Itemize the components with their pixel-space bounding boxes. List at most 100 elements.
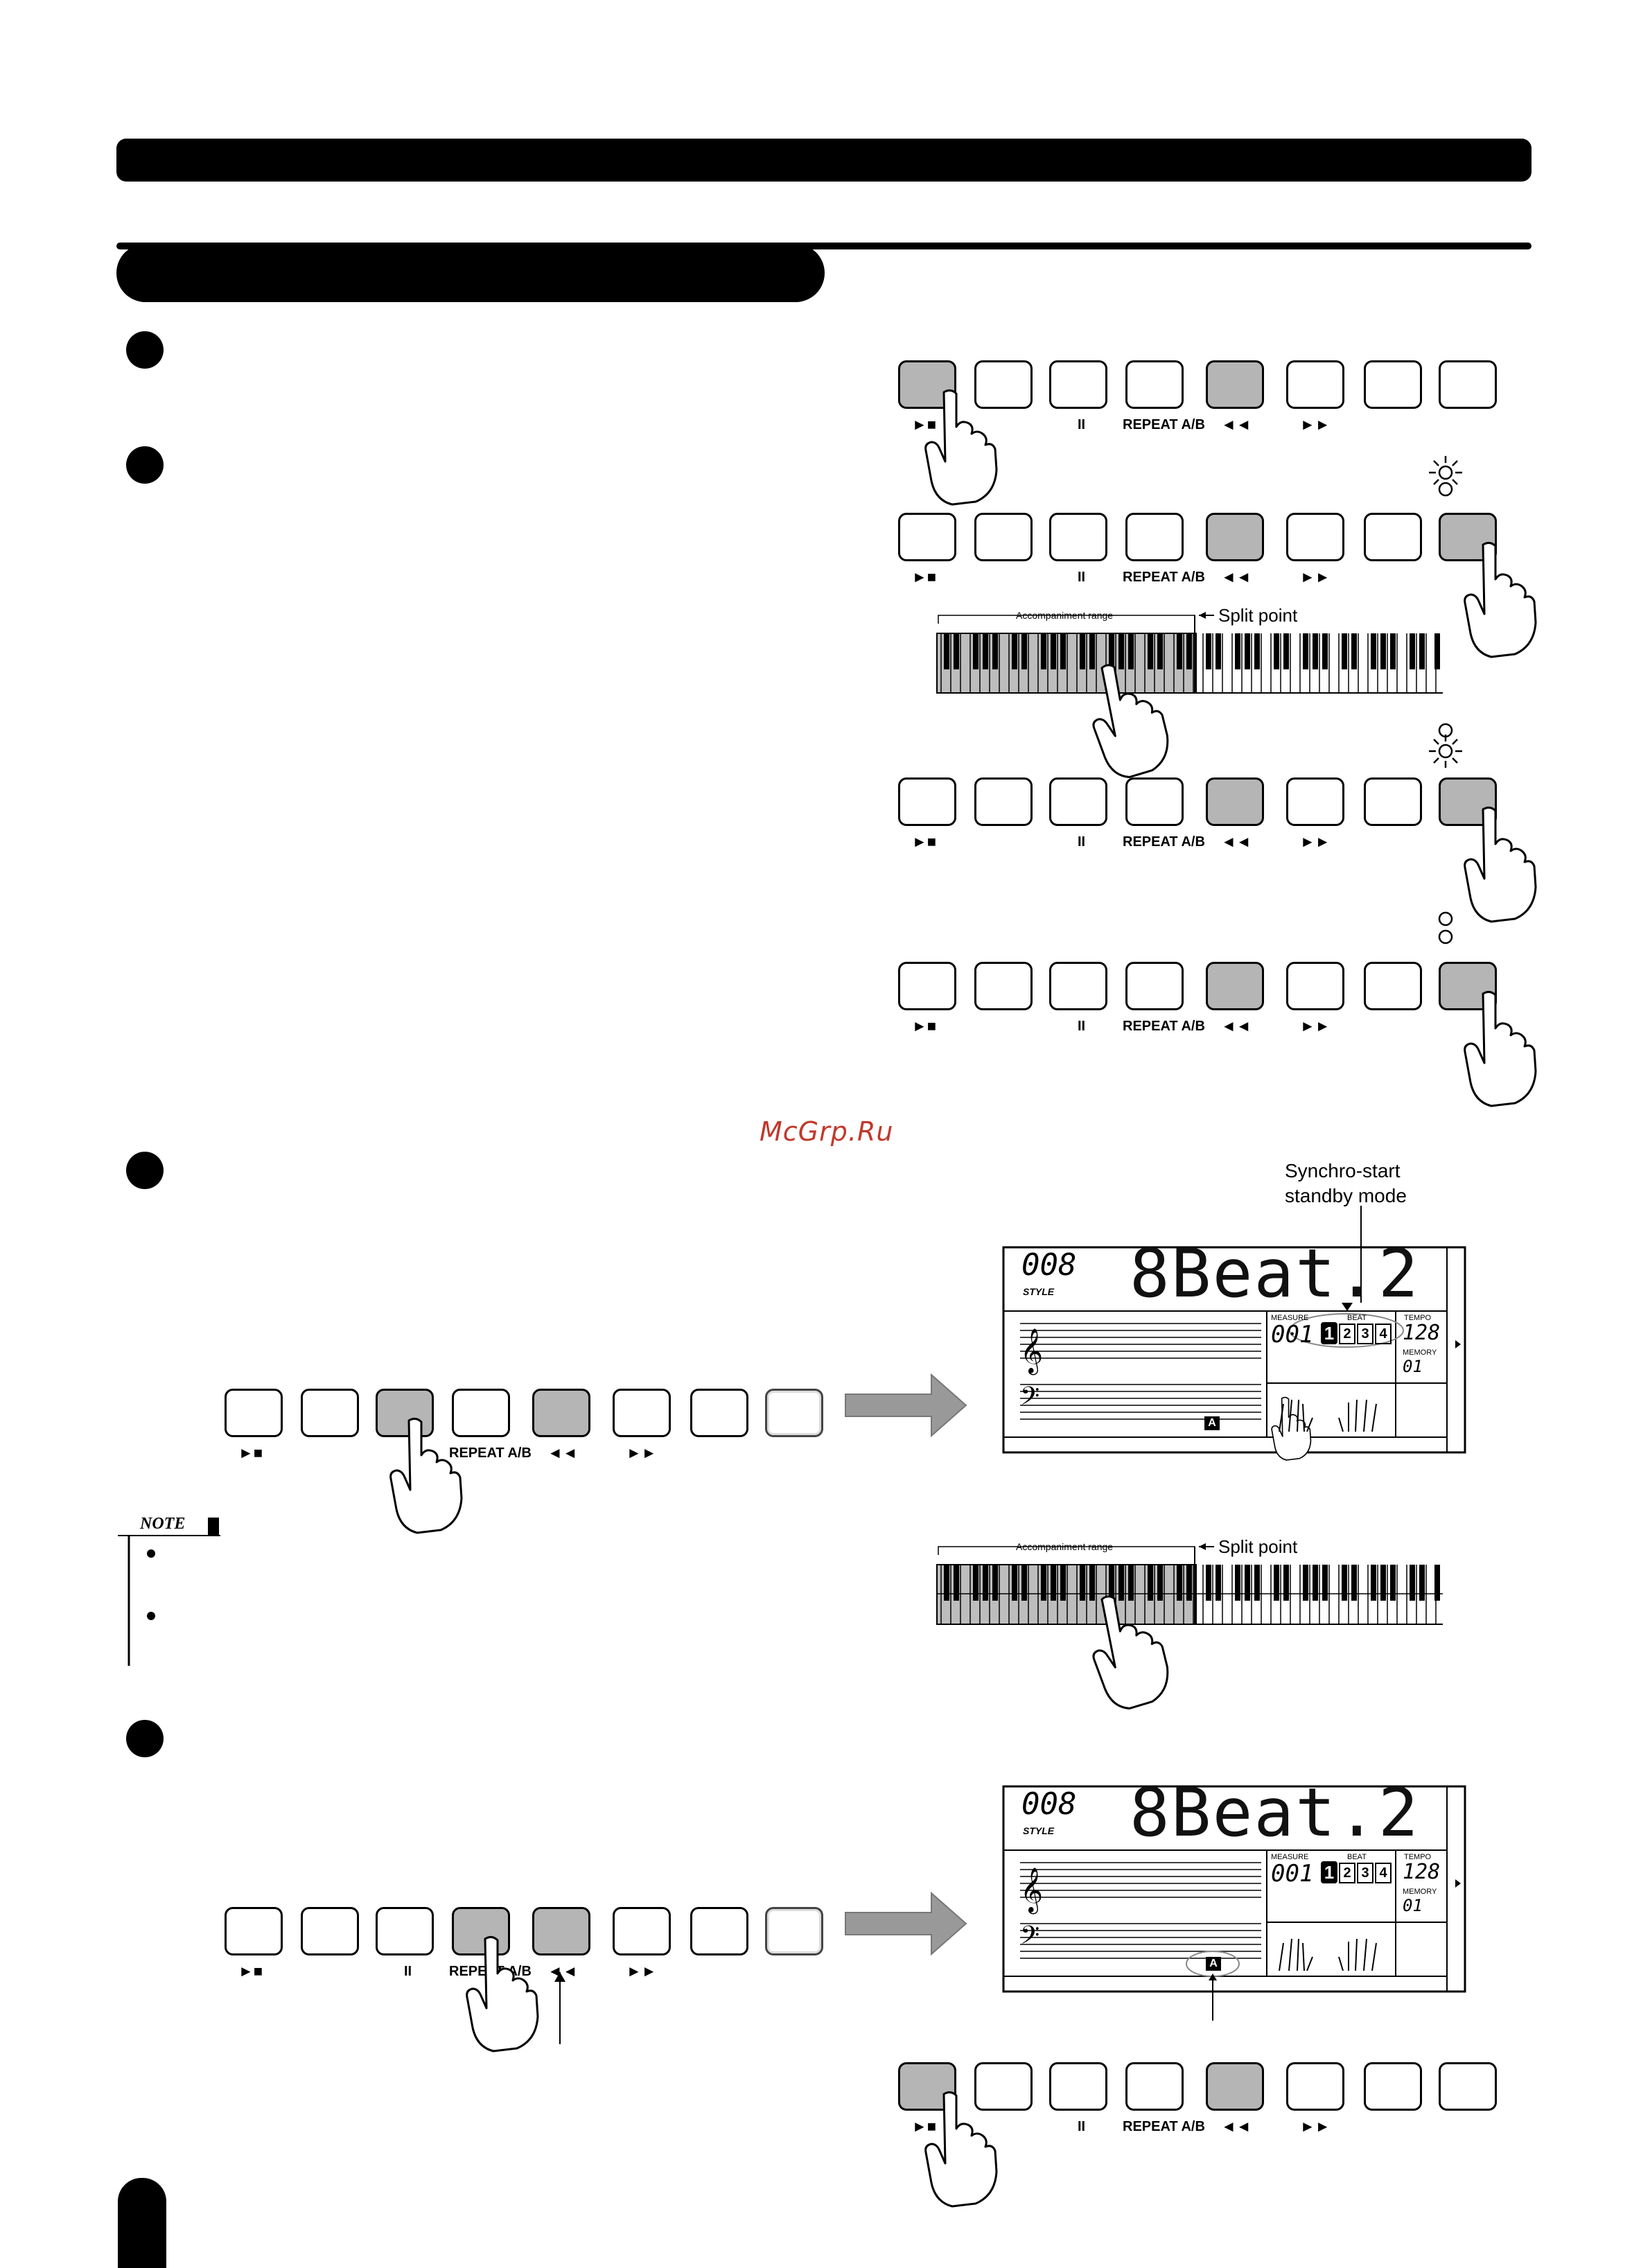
panel-button-7[interactable]: [1364, 513, 1422, 561]
panel-button-2[interactable]: [301, 1907, 359, 1955]
accompaniment-range-label: Accompaniment range: [1016, 610, 1114, 621]
start-stop-button[interactable]: [225, 1389, 283, 1437]
panel-button-2[interactable]: [301, 1389, 359, 1437]
panel-button-2[interactable]: [974, 962, 1033, 1010]
lcd-style-number: 008: [1021, 1247, 1077, 1283]
rewind-button[interactable]: [1206, 360, 1264, 409]
repeat-ab-button[interactable]: [1125, 360, 1184, 409]
forward-button[interactable]: [1286, 513, 1344, 561]
panel-button-7[interactable]: [1364, 360, 1422, 409]
repeat-ab-button[interactable]: [1125, 777, 1184, 826]
panel-button-2[interactable]: [974, 513, 1033, 561]
pause-button[interactable]: [1049, 962, 1107, 1010]
lcd-measure-value: 001: [1271, 1321, 1314, 1348]
pause-label: II: [1078, 2119, 1086, 2134]
panel-button-7[interactable]: [690, 1907, 748, 1955]
panel-button-2[interactable]: [974, 360, 1033, 409]
lcd-beat-indicator: 1 2 3 4: [1321, 1322, 1392, 1344]
rewind-button[interactable]: [1206, 2062, 1264, 2111]
lcd-tempo-value: 128: [1403, 1860, 1441, 1884]
synchro-start-callout: Synchro-start standby mode: [1285, 1159, 1407, 1208]
pause-button[interactable]: [1049, 777, 1107, 826]
lcd-memory-value: 01: [1403, 1896, 1423, 1915]
acmp-button[interactable]: [765, 1389, 823, 1437]
panel-button-2[interactable]: [974, 2062, 1033, 2111]
note-header: NOTE: [118, 1515, 222, 1536]
start-stop-button[interactable]: [898, 513, 956, 561]
repeat-label: REPEAT A/B: [1123, 417, 1205, 432]
lcd-style-name: 8Beat.2: [1130, 1774, 1420, 1852]
split-point-label: Split point: [1218, 605, 1298, 626]
forward-button[interactable]: [613, 1389, 671, 1437]
light-indicator-icon: [1438, 911, 1453, 944]
rewind-symbol: ◄◄: [1221, 2118, 1252, 2135]
pointing-hand-icon: [389, 1417, 463, 1534]
note-bullet: [147, 1549, 155, 1558]
lcd-style-label: STYLE: [1023, 1286, 1055, 1297]
note-frame: [118, 1518, 220, 1666]
start-stop-button[interactable]: [225, 1907, 283, 1955]
lcd-display-graphics: 𝄞 𝄢: [1002, 1785, 1466, 2021]
beat-2: 2: [1339, 1863, 1355, 1883]
rewind-button[interactable]: [1206, 513, 1264, 561]
rewind-button[interactable]: [1206, 777, 1264, 826]
pause-button[interactable]: [376, 1389, 434, 1437]
repeat-label: REPEAT A/B: [1123, 834, 1205, 850]
pointing-hand-icon: [1464, 990, 1537, 1107]
repeat-ab-button[interactable]: [1125, 513, 1184, 561]
start-stop-symbol: ►■: [912, 833, 937, 850]
lcd-measure-label: MEASURE: [1271, 1314, 1309, 1322]
pointing-hand-icon: [924, 2091, 998, 2208]
lcd-tempo-value: 128: [1403, 1321, 1441, 1345]
note-bullet: [147, 1612, 155, 1620]
forward-button[interactable]: [1286, 962, 1344, 1010]
forward-button[interactable]: [1286, 360, 1344, 409]
panel-button-7[interactable]: [1364, 777, 1422, 826]
repeat-label: REPEAT A/B: [1123, 570, 1205, 585]
pointing-hand-icon: [1464, 541, 1537, 658]
forward-button[interactable]: [1286, 777, 1344, 826]
lcd-tempo-label: TEMPO: [1404, 1853, 1432, 1861]
pause-button[interactable]: [376, 1907, 434, 1955]
panel-button-8[interactable]: [1439, 360, 1497, 409]
rewind-symbol: ◄◄: [1221, 1017, 1252, 1035]
repeat-ab-button[interactable]: [452, 1389, 510, 1437]
start-stop-symbol: ►■: [912, 568, 937, 586]
forward-symbol: ►►: [626, 1444, 657, 1461]
pointing-hand-icon: [1464, 806, 1537, 923]
pause-label: II: [1078, 417, 1086, 432]
rewind-symbol: ◄◄: [1221, 416, 1252, 433]
step-3-bullet: [126, 1152, 164, 1189]
callout-line-2: standby mode: [1285, 1185, 1407, 1206]
callout-line-1: Synchro-start: [1285, 1160, 1401, 1181]
start-stop-symbol: ►■: [912, 1017, 937, 1035]
repeat-ab-button[interactable]: [1125, 962, 1184, 1010]
acmp-button[interactable]: [765, 1907, 823, 1955]
repeat-label: REPEAT A/B: [1123, 1019, 1205, 1034]
section-rule: [116, 243, 1531, 249]
pause-button[interactable]: [1049, 2062, 1107, 2111]
forward-symbol: ►►: [1300, 833, 1331, 850]
rewind-button[interactable]: [532, 1907, 590, 1955]
pause-button[interactable]: [1049, 513, 1107, 561]
pause-button[interactable]: [1049, 360, 1107, 409]
panel-button-8[interactable]: [1439, 2062, 1497, 2111]
panel-button-7[interactable]: [1364, 2062, 1422, 2111]
repeat-ab-button[interactable]: [1125, 2062, 1184, 2111]
panel-button-2[interactable]: [974, 777, 1033, 826]
forward-button[interactable]: [1286, 2062, 1344, 2111]
forward-button[interactable]: [613, 1907, 671, 1955]
start-stop-button[interactable]: [898, 962, 956, 1010]
start-stop-button[interactable]: [898, 777, 956, 826]
beat-3: 3: [1357, 1863, 1373, 1883]
rewind-button[interactable]: [1206, 962, 1264, 1010]
panel-button-7[interactable]: [690, 1389, 748, 1437]
keyboard-diagram: [936, 612, 1443, 783]
rewind-symbol: ◄◄: [547, 1962, 578, 1980]
panel-button-7[interactable]: [1364, 962, 1422, 1010]
lcd-marker-a: A: [1204, 1416, 1220, 1430]
rewind-symbol: ◄◄: [547, 1444, 578, 1461]
repeat-label: REPEAT A/B: [449, 1445, 532, 1461]
repeat-ab-button[interactable]: [452, 1907, 510, 1955]
rewind-button[interactable]: [532, 1389, 590, 1437]
